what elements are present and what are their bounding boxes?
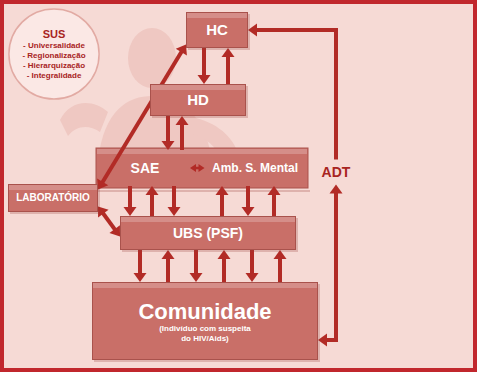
level-box: HD <box>150 84 246 116</box>
arrow-head <box>162 141 175 150</box>
arrow-head <box>199 164 205 172</box>
arrow-head <box>198 75 211 84</box>
node-label: Comunidade <box>138 299 271 324</box>
connector-line <box>202 48 206 78</box>
arrow-head <box>242 207 255 216</box>
connector-arrow <box>216 186 229 216</box>
connector-line <box>138 250 142 276</box>
connector-line <box>166 116 170 144</box>
node-label: UBS (PSF) <box>173 225 243 242</box>
arrow-head <box>248 24 257 37</box>
connector-line <box>222 256 226 282</box>
lab-box: LABORATÓRIO <box>8 184 98 212</box>
connector-line <box>246 186 250 210</box>
connector-line <box>194 250 198 276</box>
connector-line <box>272 192 276 216</box>
band-box <box>96 148 310 192</box>
node-label: SUS <box>43 28 66 41</box>
arrow-head <box>274 250 287 259</box>
connector-line <box>324 191 336 340</box>
arrow-head <box>216 186 229 195</box>
connector-line <box>150 192 154 216</box>
community-box: Comunidade(Indivíduo com suspeita do HIV… <box>92 282 318 360</box>
connector-line <box>102 211 117 231</box>
connector-line <box>250 250 254 276</box>
level-box: UBS (PSF) <box>120 216 296 250</box>
connector-arrow <box>318 185 343 347</box>
node-label: HC <box>206 21 228 39</box>
connector-arrow <box>146 186 159 216</box>
connector-line <box>166 256 170 282</box>
node-label: SAE <box>131 160 160 177</box>
connector-line <box>226 54 230 84</box>
arrow-head <box>330 185 343 194</box>
arrow-head <box>97 179 108 190</box>
arrow-head <box>124 207 137 216</box>
connector-arrow <box>268 186 281 216</box>
connector-arrow <box>274 250 287 282</box>
arrow-head <box>162 250 175 259</box>
connector-arrow <box>162 250 175 282</box>
node-sublabel: - Hierarquização <box>23 61 85 71</box>
service-part: SAE <box>100 150 190 186</box>
arrow-head <box>146 186 159 195</box>
arrow-head <box>268 186 281 195</box>
arrow-head <box>318 334 327 347</box>
connector-line <box>220 192 224 216</box>
connector-arrow <box>176 116 189 150</box>
connector-arrow <box>97 44 187 189</box>
connector-line <box>278 256 282 282</box>
connector-arrow <box>242 186 255 216</box>
principles-circle: SUS- Universalidade- Regionalização- Hie… <box>8 8 100 100</box>
arrow-head <box>190 164 196 172</box>
arrow-head <box>168 207 181 216</box>
node-sublabel: - Universalidade <box>23 41 85 51</box>
connector-line <box>180 122 184 150</box>
arrow-head <box>134 273 147 282</box>
connector-arrow <box>134 250 147 282</box>
connector-arrow <box>190 250 203 282</box>
node-label: Amb. S. Mental <box>212 161 298 176</box>
node-label: ADT <box>322 164 351 181</box>
connector-arrow <box>198 48 211 84</box>
node-sublabel: - Regionalização <box>22 51 85 61</box>
node-label: LABORATÓRIO <box>16 192 90 204</box>
node-label: HD <box>187 91 209 109</box>
connector-arrow <box>248 24 336 160</box>
node-sublabel: (Indivíduo com suspeita do HIV/Aids) <box>155 324 255 344</box>
arrow-head <box>98 206 109 217</box>
connector-line <box>128 186 132 210</box>
connector-line <box>172 186 176 210</box>
arrow-head <box>109 225 120 236</box>
arrow-head <box>218 250 231 259</box>
connector-arrow <box>124 186 137 216</box>
connector-arrow <box>190 164 205 172</box>
service-tag: ADT <box>315 160 358 185</box>
connector-arrow <box>168 186 181 216</box>
node-sublabel: - Integralidade <box>27 71 82 81</box>
connector-arrow <box>222 48 235 84</box>
connector-line <box>101 50 182 184</box>
arrow-head <box>176 116 189 125</box>
arrow-head <box>190 273 203 282</box>
service-part: Amb. S. Mental <box>205 150 306 186</box>
connector-arrow <box>218 250 231 282</box>
connector-arrow <box>246 250 259 282</box>
connector-line <box>254 30 336 160</box>
level-box: HC <box>186 12 248 48</box>
connector-arrow <box>98 206 120 236</box>
arrow-head <box>222 48 235 57</box>
arrow-head <box>246 273 259 282</box>
connector-arrow <box>162 116 175 150</box>
